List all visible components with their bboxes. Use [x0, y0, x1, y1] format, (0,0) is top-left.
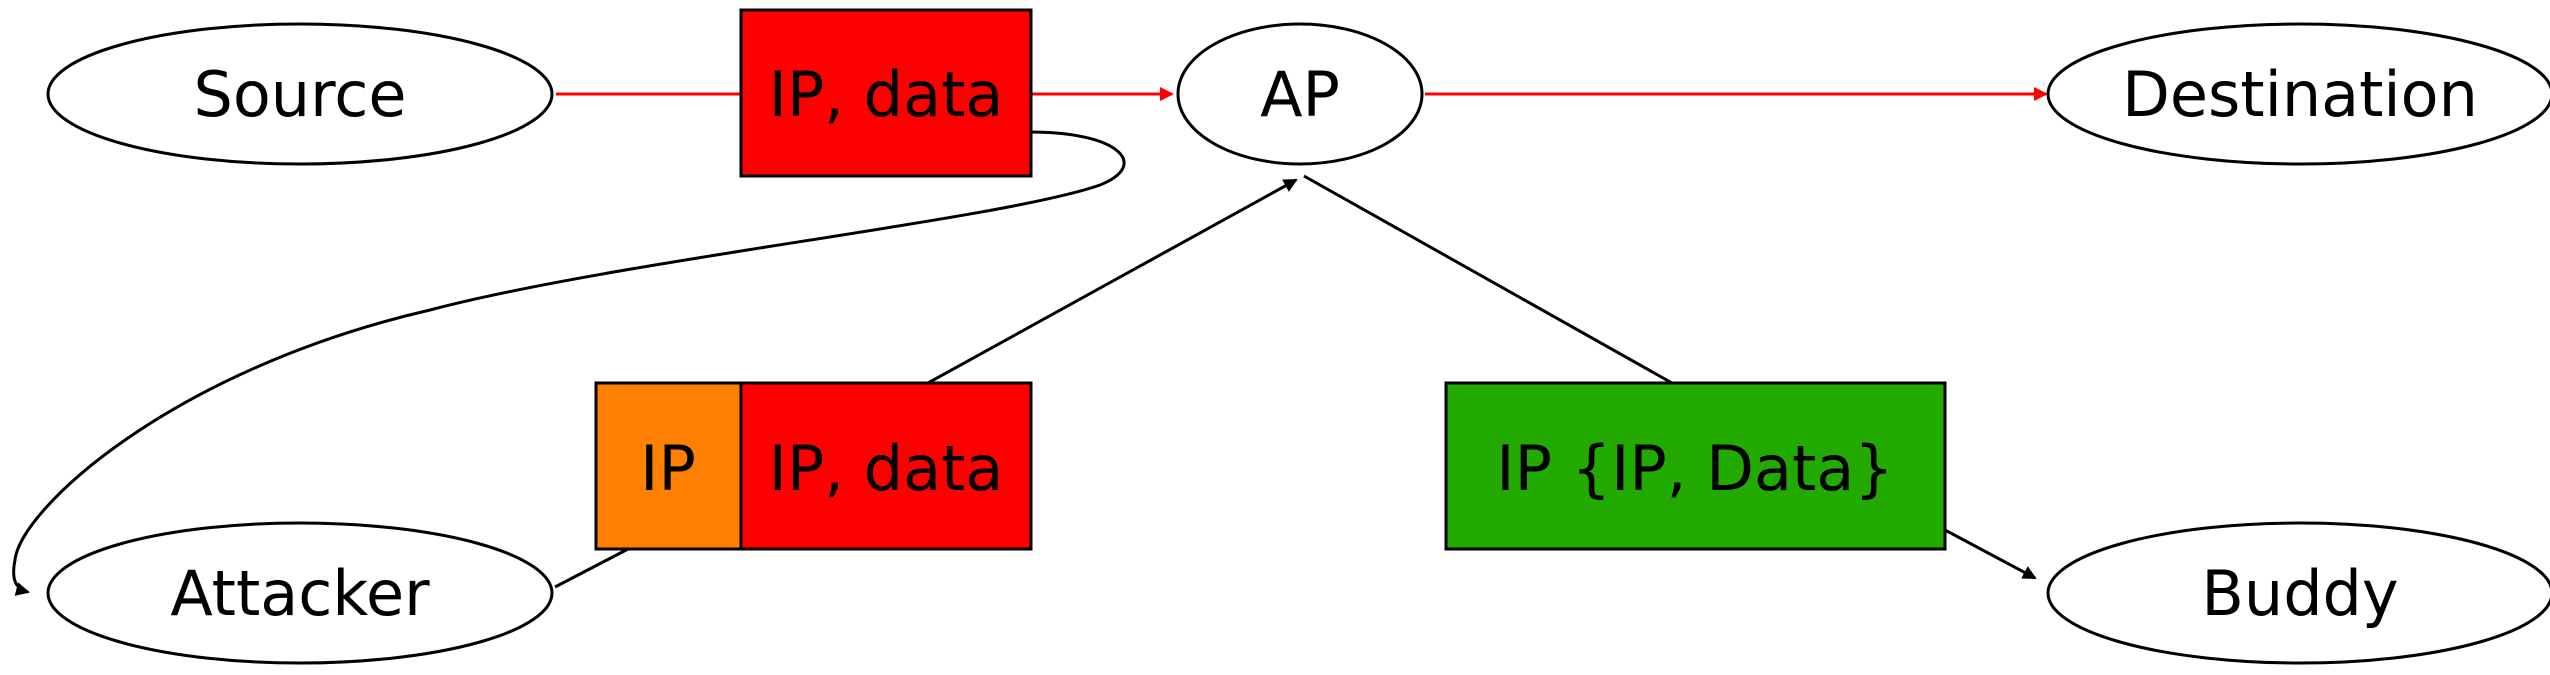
node-attacker: Attacker [46, 521, 554, 665]
edge-interception-to-attacker [12, 130, 1126, 596]
node-ap-label: AP [1260, 58, 1340, 131]
packet-top-box [739, 8, 1033, 178]
packet-attacker-outer-label: IP [640, 432, 696, 505]
edge-ap-to-green-packet [1303, 174, 1673, 385]
node-ap: AP [1176, 22, 1424, 166]
packet-top: IP, data [739, 8, 1033, 178]
edge-packet-to-buddy [1944, 528, 2037, 580]
packet-attacker: IP IP, data [594, 381, 1033, 551]
edge-packet-to-ap [927, 178, 1298, 385]
edge-attacker-to-orange-packet [554, 546, 631, 589]
packet-buddy-box [1444, 381, 1947, 551]
node-source-label: Source [194, 58, 407, 131]
node-source: Source [46, 22, 554, 166]
node-destination-label: Destination [2122, 58, 2478, 131]
packet-buddy-label: IP {IP, Data} [1496, 432, 1893, 505]
packet-attacker-inner-box [739, 381, 1033, 551]
packet-top-label: IP, data [769, 58, 1004, 131]
node-attacker-label: Attacker [170, 557, 430, 630]
node-buddy-label: Buddy [2201, 557, 2398, 630]
packet-attacker-inner-label: IP, data [769, 432, 1004, 505]
node-buddy: Buddy [2046, 521, 2550, 665]
packet-attacker-outer-box [594, 381, 743, 551]
packet-buddy: IP {IP, Data} [1444, 381, 1947, 551]
node-destination: Destination [2046, 22, 2550, 166]
